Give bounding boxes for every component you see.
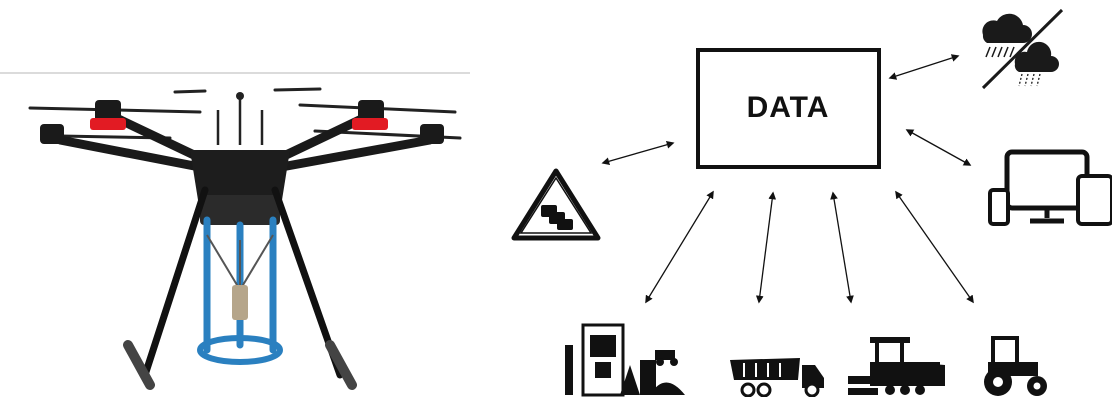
traffic-jam-warning-sign-icon [514, 171, 598, 238]
computer-tablet-phone-icon [990, 152, 1112, 224]
arrow-tractor [896, 192, 973, 302]
rain-cloud-weather-icon [982, 10, 1062, 88]
drone-with-delta-arm-icon [30, 89, 460, 385]
tractor-icon [984, 338, 1047, 396]
data-label: DATA [747, 91, 830, 124]
asphalt-mixing-plant-icon [565, 325, 685, 395]
arrow-plant [646, 192, 713, 302]
arrow-traffic [603, 143, 673, 163]
dump-truck-icon [730, 358, 824, 396]
arrow-paver [833, 193, 851, 302]
arrow-truck [759, 193, 773, 302]
asphalt-paver-icon [848, 337, 945, 395]
arrow-devices [907, 130, 970, 165]
arrow-weather [890, 56, 958, 78]
data-box: DATA [698, 50, 879, 167]
